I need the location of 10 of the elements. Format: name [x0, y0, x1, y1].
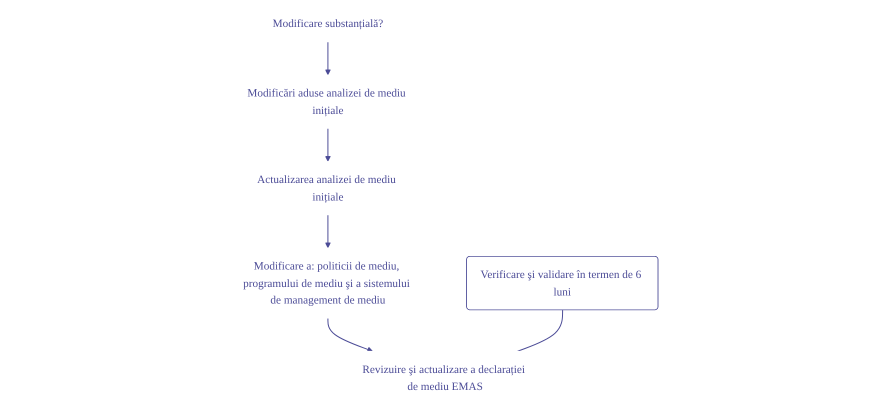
connector	[516, 310, 563, 352]
arrow	[324, 128, 331, 162]
arrow	[324, 41, 331, 76]
node-text: Modificare substanțială?	[272, 17, 384, 30]
node-text: Revizuire şi actualizare a declarației de mediu EMAS	[362, 363, 525, 392]
node-text: Modificări aduse analizei de mediu inițiale	[247, 86, 406, 116]
arrow	[324, 214, 331, 248]
node-text: Actualizarea analizei de mediu inițiale	[257, 173, 396, 203]
node-text: Modificare a: politicii de mediu, programului de mediu şi a sistemului de management de mediu	[242, 260, 410, 306]
arrow	[327, 318, 373, 352]
